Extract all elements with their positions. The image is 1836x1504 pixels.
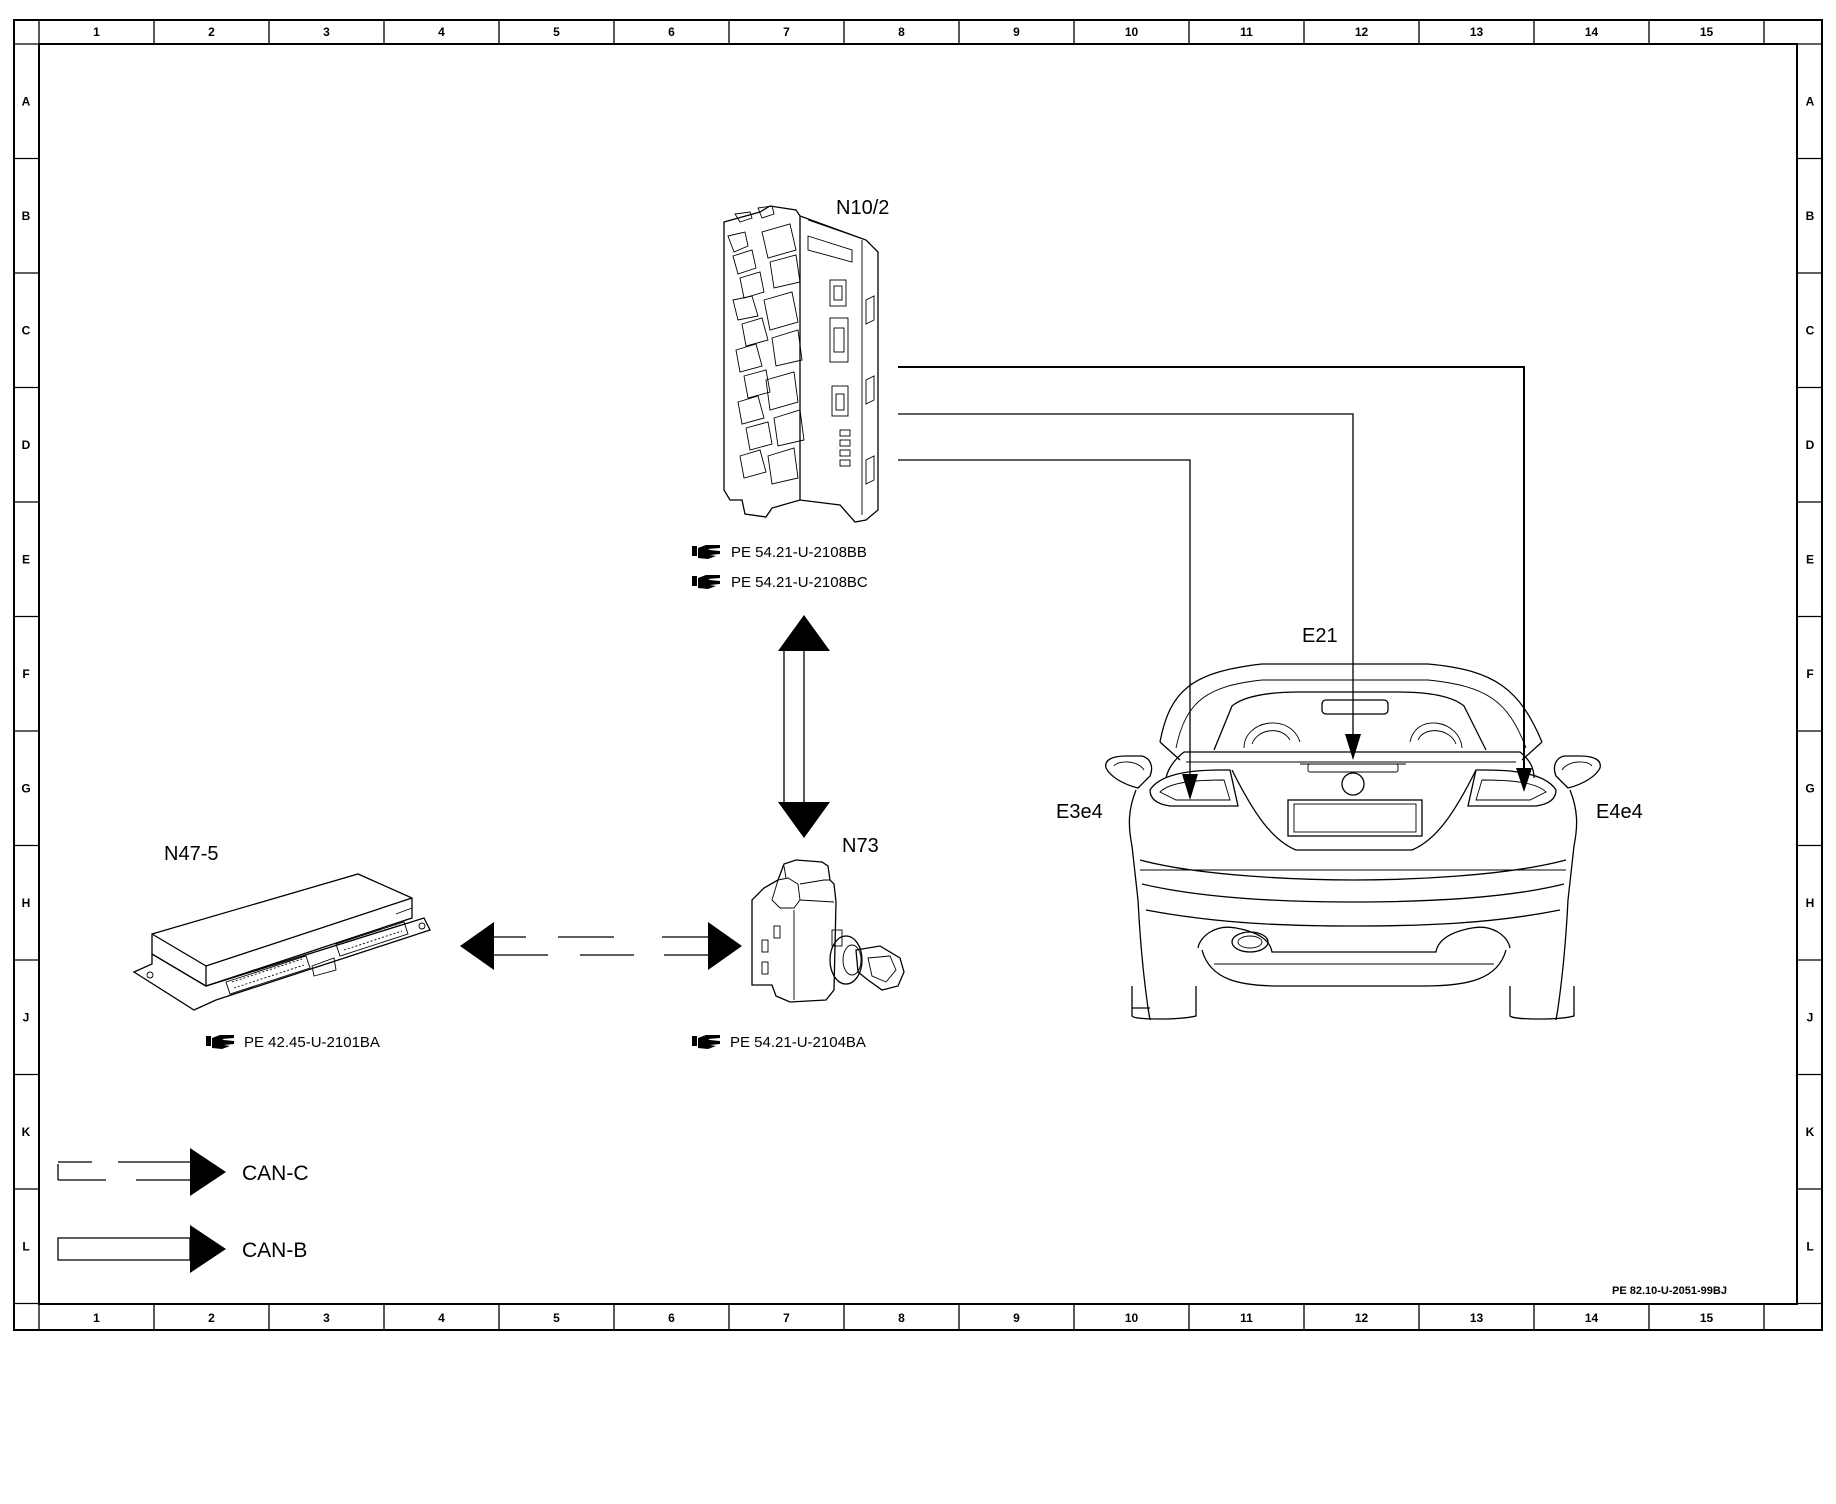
column-label: 1 — [93, 1311, 100, 1325]
legend-can-c-arrow — [57, 1148, 226, 1196]
column-label: 12 — [1355, 25, 1369, 39]
row-label: F — [22, 667, 29, 681]
column-label: 7 — [783, 25, 790, 39]
row-label: K — [22, 1125, 31, 1139]
row-label: G — [21, 781, 30, 795]
legend-can-b-arrow — [57, 1225, 226, 1273]
n47-5-control-unit — [132, 873, 431, 1011]
row-label: E — [22, 552, 30, 566]
n10-2-module — [723, 205, 879, 523]
column-label: 10 — [1125, 1311, 1139, 1325]
column-label: 6 — [668, 25, 675, 39]
legend-can-c-label: CAN-C — [242, 1162, 309, 1185]
wire-n10-2-to-e21 — [898, 413, 1361, 760]
row-labels-left: A B C D E F G H J K L — [21, 94, 30, 1253]
column-label: 4 — [438, 1311, 445, 1325]
row-labels-right: A B C D E F G H J K L — [1805, 94, 1814, 1253]
n47-5-label: N47-5 — [164, 843, 218, 865]
pointing-hand-icon — [206, 1035, 234, 1049]
row-label: A — [1806, 94, 1815, 108]
column-label: 2 — [208, 25, 215, 39]
column-label: 11 — [1240, 1311, 1253, 1325]
n10-2-ref-2: PE 54.21-U-2108BC — [731, 574, 868, 591]
n73-ignition-switch — [751, 859, 905, 1003]
row-label: C — [22, 323, 31, 337]
n73-label: N73 — [842, 835, 879, 857]
row-label: H — [1806, 896, 1815, 910]
column-label: 7 — [783, 1311, 790, 1325]
column-label: 14 — [1585, 25, 1599, 39]
row-label: E — [1806, 552, 1814, 566]
e21-label: E21 — [1302, 625, 1338, 647]
wire-n10-2-to-e4e4 — [898, 366, 1532, 792]
document-reference: PE 82.10-U-2051-99BJ — [1612, 1285, 1727, 1297]
row-label: C — [1806, 323, 1815, 337]
e3e4-label: E3e4 — [1056, 801, 1103, 823]
row-label: D — [1806, 438, 1815, 452]
column-label: 15 — [1700, 25, 1714, 39]
column-label: 13 — [1470, 25, 1484, 39]
e4e4-label: E4e4 — [1596, 801, 1643, 823]
column-label: 6 — [668, 1311, 675, 1325]
row-label: F — [1806, 667, 1813, 681]
row-label: J — [1807, 1010, 1814, 1024]
row-label: G — [1805, 781, 1814, 795]
column-label: 9 — [1013, 25, 1020, 39]
row-label: L — [1806, 1239, 1813, 1253]
row-label: B — [1806, 209, 1815, 223]
column-label: 12 — [1355, 1311, 1369, 1325]
column-label: 8 — [898, 25, 905, 39]
n47-5-ref: PE 42.45-U-2101BA — [244, 1034, 380, 1051]
column-label: 1 — [93, 25, 100, 39]
pointing-hand-icon — [692, 575, 720, 589]
drawing-frame — [13, 19, 1823, 1331]
can-b-double-arrow — [778, 615, 830, 838]
n73-ref: PE 54.21-U-2104BA — [730, 1034, 866, 1051]
row-label: H — [22, 896, 31, 910]
row-label: B — [22, 209, 31, 223]
row-label: K — [1806, 1125, 1815, 1139]
column-label: 3 — [323, 1311, 330, 1325]
n10-2-label: N10/2 — [836, 197, 889, 219]
can-c-double-arrow — [460, 922, 742, 970]
column-label: 10 — [1125, 25, 1139, 39]
column-label: 15 — [1700, 1311, 1714, 1325]
column-label: 14 — [1585, 1311, 1599, 1325]
column-label: 4 — [438, 25, 445, 39]
column-label: 8 — [898, 1311, 905, 1325]
column-label: 9 — [1013, 1311, 1020, 1325]
n10-2-ref-1: PE 54.21-U-2108BB — [731, 544, 867, 561]
pointing-hand-icon — [692, 1035, 720, 1049]
row-label: A — [22, 94, 31, 108]
row-label: J — [23, 1010, 30, 1024]
column-label: 2 — [208, 1311, 215, 1325]
legend-can-b-label: CAN-B — [242, 1239, 307, 1262]
column-label: 11 — [1240, 25, 1253, 39]
column-label: 5 — [553, 1311, 560, 1325]
column-label: 3 — [323, 25, 330, 39]
column-label: 5 — [553, 25, 560, 39]
row-label: L — [22, 1239, 29, 1253]
wire-n10-2-to-e3e4 — [898, 459, 1198, 800]
row-label: D — [22, 438, 31, 452]
car-rear-view — [1105, 663, 1601, 1021]
column-label: 13 — [1470, 1311, 1484, 1325]
pointing-hand-icon — [692, 545, 720, 559]
